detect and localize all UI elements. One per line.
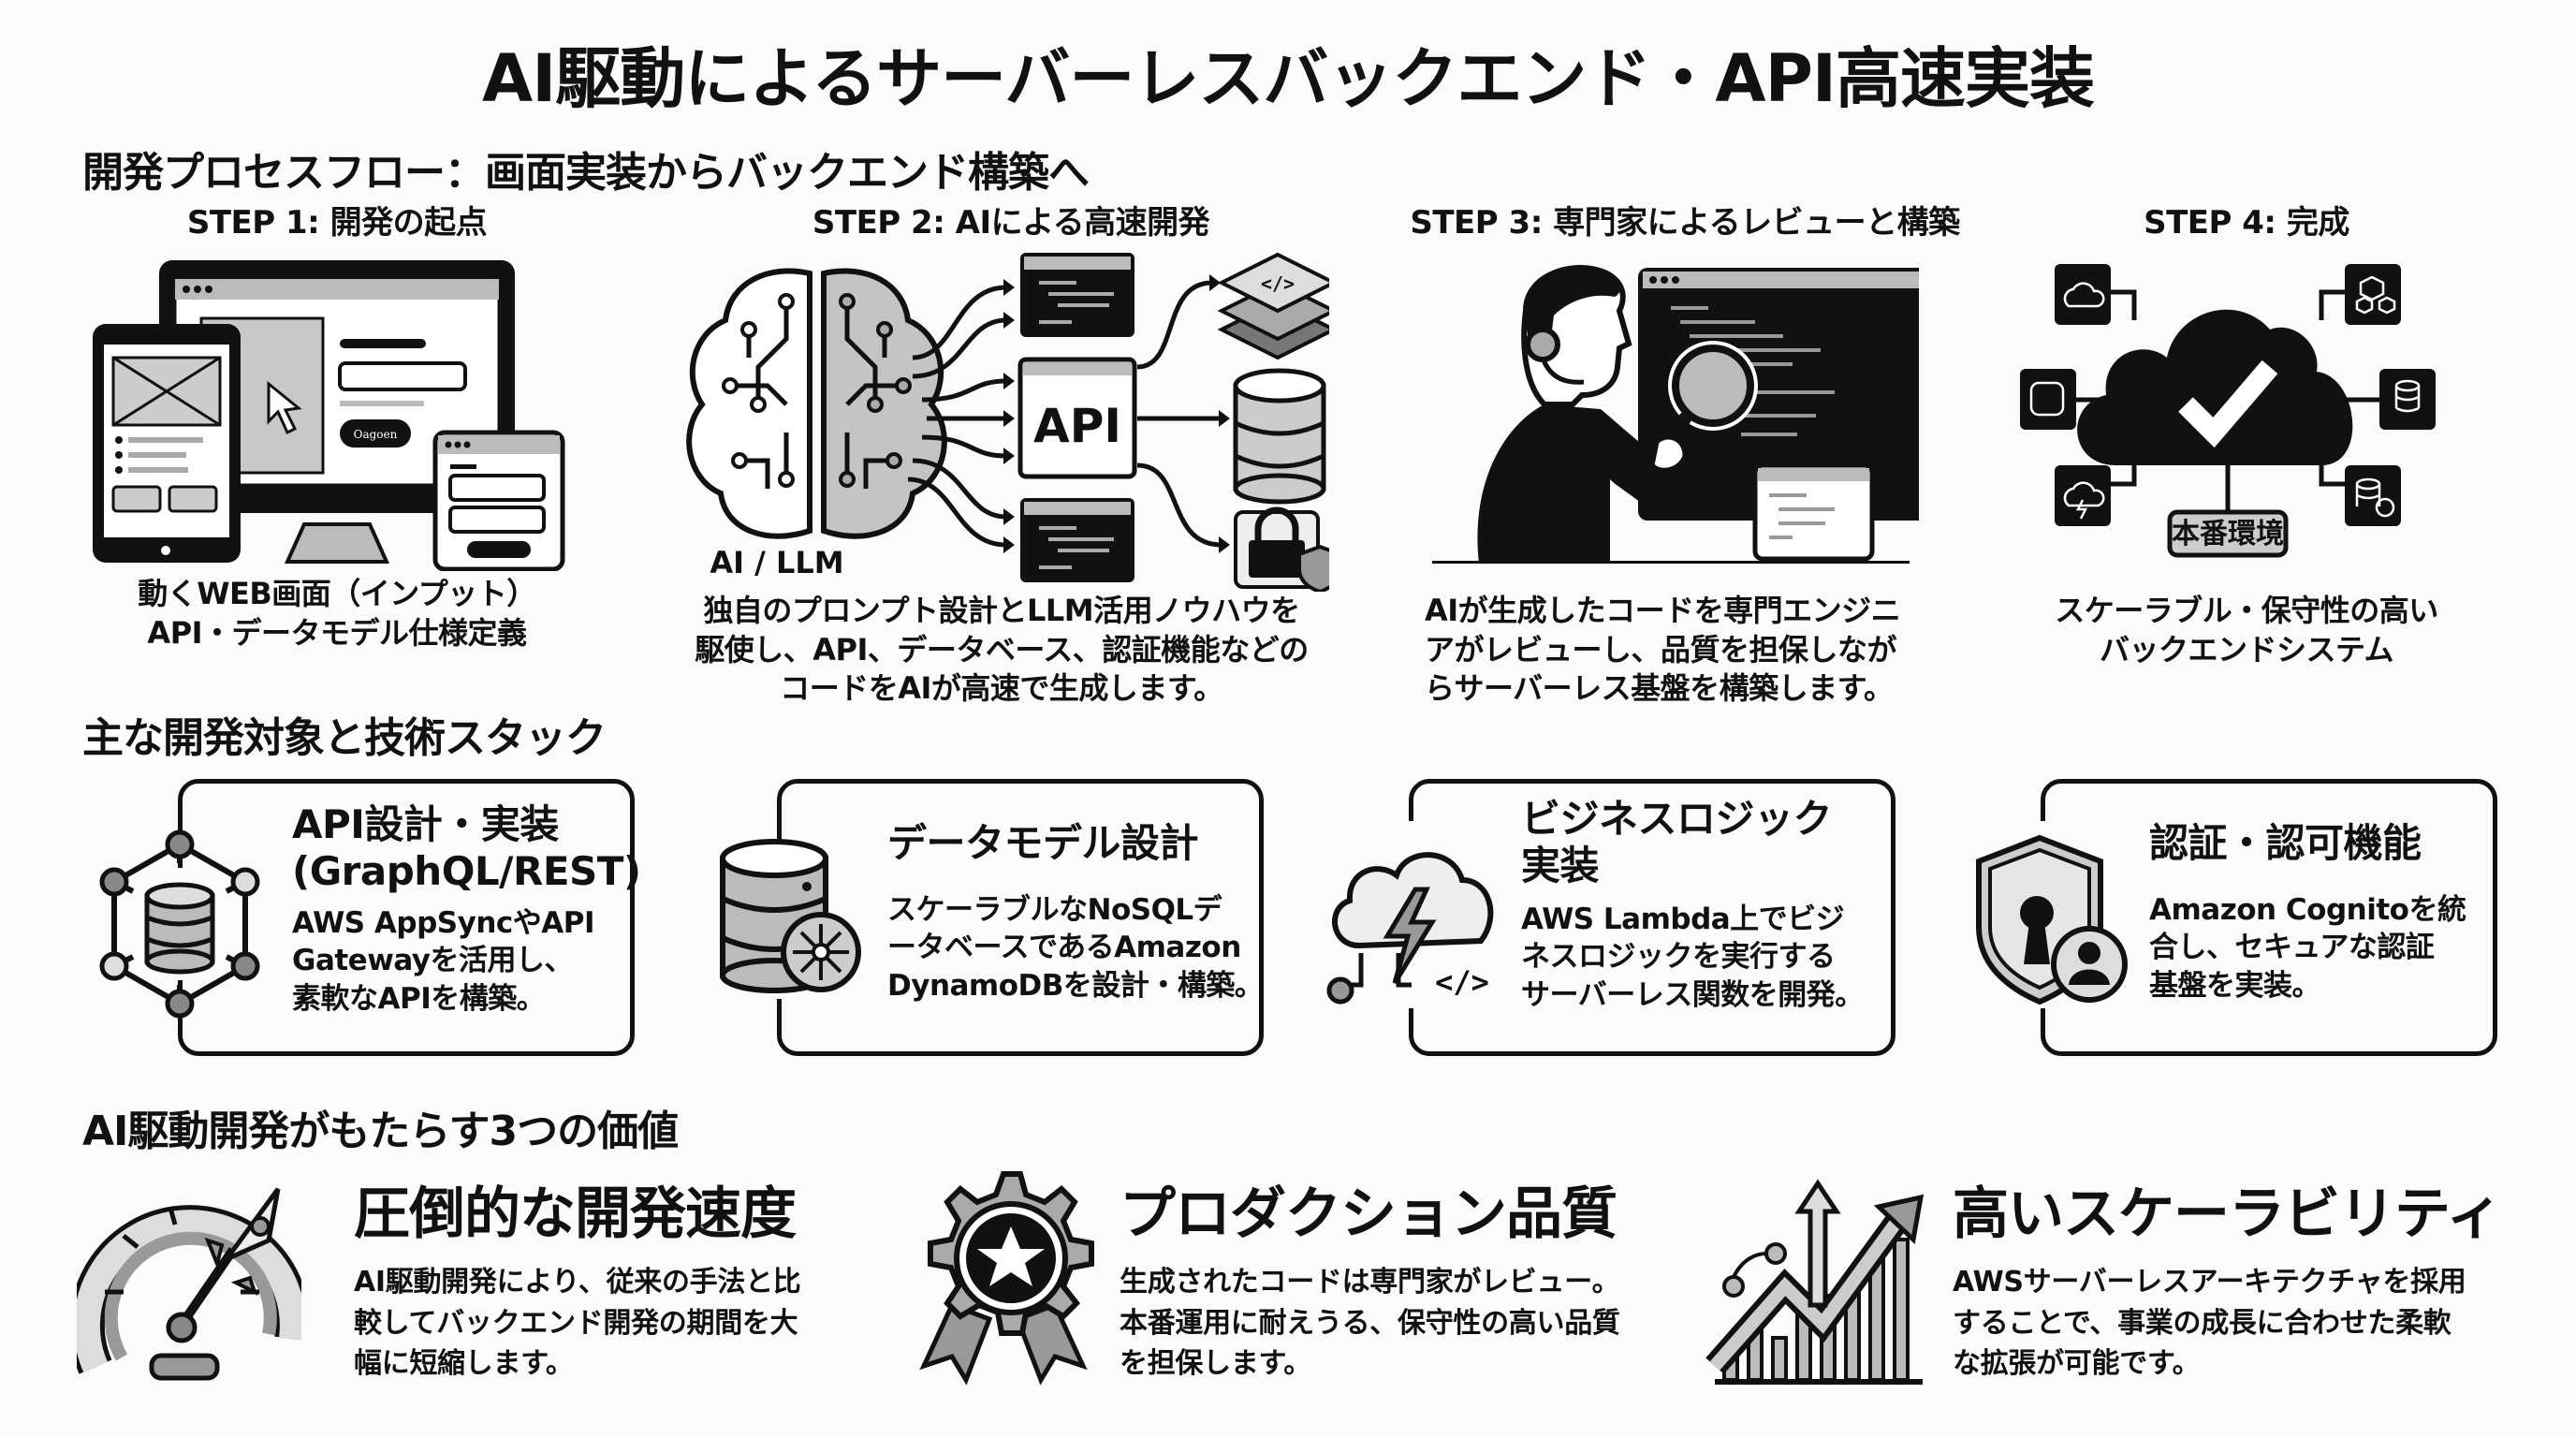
lambda-cloud-icon: </> xyxy=(1326,852,1494,1005)
value-speed-title: 圧倒的な開発速度 xyxy=(354,1181,797,1247)
svg-text:API: API xyxy=(1033,399,1121,453)
svg-text:AI / LLM: AI / LLM xyxy=(710,545,843,580)
devices-icon: Oagoen xyxy=(93,260,565,571)
step-4-description: スケーラブル・保守性の高い バックエンドシステム xyxy=(2055,593,2438,668)
stack-card-datamodel-desc: スケーラブルなNoSQLデ ータベースであるAmazon DynamoDBを設計… xyxy=(887,893,1264,1003)
stack-card-api xyxy=(175,779,635,1056)
growth-chart-icon xyxy=(1705,1179,1925,1385)
step-1: STEP 1: 開発の起点 xyxy=(75,197,599,242)
step-2: STEP 2: AIによる高速開発 xyxy=(711,197,1310,242)
expert-review-icon xyxy=(1432,265,1919,564)
stack-card-auth xyxy=(2038,779,2497,1056)
quality-badge-icon xyxy=(919,1171,1094,1386)
database-icon xyxy=(720,839,861,993)
values-section-title: AI駆動開発がもたらす3つの価値 xyxy=(82,1108,679,1155)
stack-card-logic-title: ビジネスロジック 実装 xyxy=(1521,796,1833,888)
value-quality-desc: 生成されたコードは専門家がレビュー。 本番運用に耐えうる、保守性の高い品質 を担… xyxy=(1120,1266,1620,1380)
cloud-check-icon: 本番環境 xyxy=(2020,264,2436,558)
step-1-title: STEP 1: 開発の起点 xyxy=(186,204,488,242)
stack-card-datamodel xyxy=(774,779,1264,1056)
step-3-title: STEP 3: 専門家によるレビューと構築 xyxy=(1410,204,1960,242)
svg-text:</>: </> xyxy=(1261,272,1295,295)
value-speed-desc: AI駆動開発により、従来の手法と比 較してバックエンド開発の期間を大 幅に短縮し… xyxy=(354,1266,801,1380)
value-scalability-desc: AWSサーバーレスアーキテクチャを採用 することで、事業の成長に合わせた柔軟 な… xyxy=(1953,1266,2466,1380)
api-network-icon xyxy=(99,829,260,1019)
stack-card-api-title: API設計・実装 (GraphQL/REST) xyxy=(292,801,641,894)
step-4: STEP 4: 完成 xyxy=(1994,197,2499,242)
stack-section-title: 主な開発対象と技術スタック xyxy=(82,714,607,762)
shield-lock-icon xyxy=(1976,834,2128,1005)
svg-text:</>: </> xyxy=(1435,964,1489,1000)
value-quality-title: プロダクション品質 xyxy=(1120,1181,1617,1247)
stack-card-datamodel-title: データモデル設計 xyxy=(887,820,1199,866)
step-1-description: 動くWEB画面（インプット） API・データモデル仕様定義 xyxy=(138,576,536,651)
page-title: AI駆動によるサーバーレスバックエンド・API高速実装 xyxy=(482,40,2095,117)
step-2-description: 独自のプロンプト設計とLLM活用ノウハウを 駆使し、API、データベース、認証機… xyxy=(695,593,1309,707)
stack-card-auth-desc: Amazon Cognitoを統 合し、セキュアな認証 基盤を実装。 xyxy=(2149,893,2466,1003)
speedometer-rocket-icon xyxy=(77,1187,301,1381)
stack-card-logic-desc: AWS Lambda上でビジ ネスロジックを実行する サーバーレス関数を開発。 xyxy=(1521,902,1864,1012)
svg-text:Oagoen: Oagoen xyxy=(354,428,398,441)
svg-text:本番環境: 本番環境 xyxy=(2172,518,2284,550)
step-4-title: STEP 4: 完成 xyxy=(2144,204,2349,242)
step-3-description: AIが生成したコードを専門エンジニ アがレビューし、品質を担保しなが らサーバー… xyxy=(1425,593,1901,707)
step-3: STEP 3: 専門家によるレビューと構築 xyxy=(1376,197,1994,242)
step-2-title: STEP 2: AIによる高速開発 xyxy=(812,204,1210,242)
value-scalability-title: 高いスケーラビリティ xyxy=(1953,1181,2502,1247)
stack-card-api-desc: AWS AppSyncやAPI Gatewayを活用し、 素軟なAPIを構築。 xyxy=(292,906,595,1016)
process-section-title: 開発プロセスフロー：画面実装からバックエンド構築へ xyxy=(82,149,1090,197)
stack-card-auth-title: 認証・認可機能 xyxy=(2149,820,2422,866)
ai-brain-icon: AI / LLM API </> xyxy=(686,252,1329,592)
